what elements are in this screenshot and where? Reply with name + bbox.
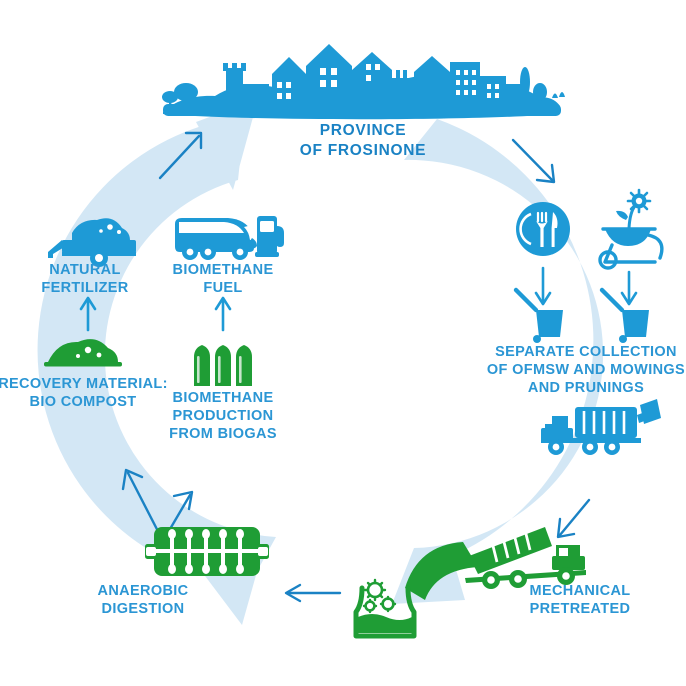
mechanical-pretreated-label-line2: PRETREATED (530, 601, 631, 617)
anaerobic-digestion-label-line2: DIGESTION (102, 601, 185, 617)
gas-cylinders-highlight (197, 356, 242, 383)
separate-collection-label-line3: AND PRUNINGS (528, 380, 644, 396)
natural-fertilizer-label-line2: FERTILIZER (41, 280, 128, 296)
biomethane-fuel-label-line1: BIOMETHANE (173, 262, 274, 278)
province-title-line1: PROVINCE (320, 122, 407, 139)
flower-head-icon (626, 188, 652, 214)
recovery-material-label-line1: RECOVERY MATERIAL: (0, 376, 168, 392)
natural-fertilizer-label-line1: NATURAL (49, 262, 120, 278)
biogas-tank-icon (353, 578, 417, 639)
recovery-material-label-line2: BIO COMPOST (30, 394, 137, 410)
step-separate-collection: SEPARATE COLLECTION OF OFMSW AND MOWINGS… (487, 188, 685, 396)
compost-mound-icon (44, 339, 122, 367)
green-dump-truck-icon (405, 527, 586, 600)
waste-bin-icon (599, 287, 649, 343)
biomethane-fuel-label-line2: FUEL (203, 280, 242, 296)
waste-bin-icon (513, 287, 563, 343)
garbage-truck-ribs (582, 411, 626, 434)
biomethane-production-label-l3: FROM BIOGAS (169, 426, 277, 442)
plate-cutlery-icon (516, 202, 570, 256)
biomethane-production-label-l2: PRODUCTION (173, 408, 274, 424)
flow-arrows-to-bins (534, 266, 638, 306)
mechanical-pretreated-label-line1: MECHANICAL (530, 583, 631, 599)
province-title-line2: OF FROSINONE (300, 142, 426, 159)
ring-direction-arrows (121, 131, 591, 603)
separate-collection-label-line2: OF OFMSW AND MOWINGS (487, 362, 685, 378)
fuel-pump-icon (249, 216, 284, 257)
separate-collection-label-line1: SEPARATE COLLECTION (495, 344, 677, 360)
green-dump-truck-ribs (490, 529, 532, 563)
ring-arc-right (392, 119, 604, 604)
city-windows (277, 64, 499, 99)
ring-arrowhead-top (196, 99, 258, 190)
garbage-truck-icon (541, 399, 661, 455)
city-skyline-icon (162, 44, 565, 120)
anaerobic-digestion-label-line1: ANAEROBIC (98, 583, 189, 599)
digester-reactor-icon (145, 527, 269, 576)
fertilizer-spreader-icon (48, 218, 136, 267)
gas-cylinders-icon (194, 345, 252, 386)
bus-icon (175, 218, 257, 260)
wheelbarrow-flower-icon (598, 204, 664, 270)
biomethane-production-label-l1: BIOMETHANE (173, 390, 274, 406)
upward-flow-arrows (79, 296, 232, 332)
